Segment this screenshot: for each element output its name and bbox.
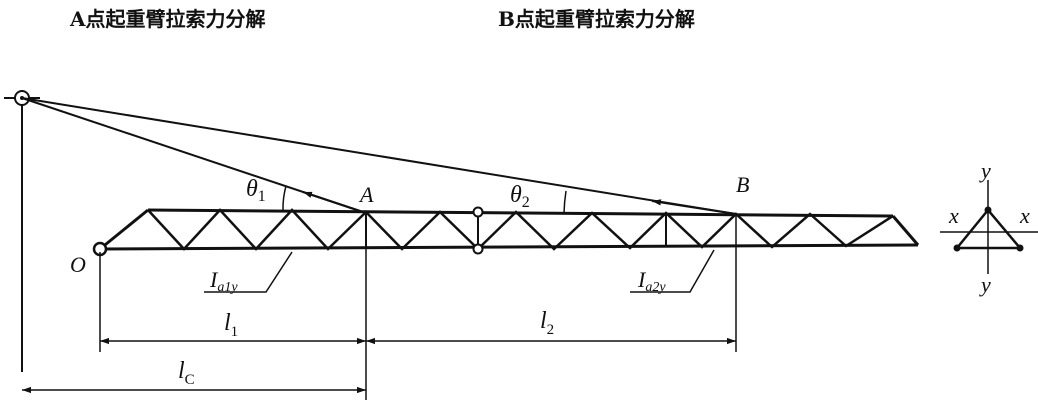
label-a: A (358, 182, 374, 207)
label-axis-y-top: y (979, 158, 991, 183)
angle-arc-theta1 (282, 185, 287, 211)
label-ia2y: Ia2y (637, 267, 666, 295)
label-theta2: θ2 (510, 182, 530, 211)
label-ia1y: Ia1y (209, 267, 238, 295)
label-b: B (736, 172, 749, 197)
label-lc: lC (178, 358, 195, 388)
boom-truss (92, 206, 920, 257)
label-axis-x-right: x (1019, 203, 1030, 228)
title-left: A点起重臂拉索力分解 (69, 7, 266, 31)
angle-arc-theta2 (563, 190, 567, 214)
force-arrow-b (651, 199, 737, 215)
label-l1: l1 (224, 310, 238, 340)
title-right: B点起重臂拉索力分解 (498, 7, 695, 31)
label-axis-x-left: x (948, 203, 959, 228)
force-arrow-a (302, 191, 367, 214)
label-theta1: θ1 (246, 176, 266, 205)
label-o: O (70, 252, 86, 277)
label-l2: l2 (540, 308, 554, 338)
cross-section: y y x x (940, 158, 1038, 297)
top-pivot (4, 90, 40, 372)
leader-ia2y (630, 249, 715, 293)
cables (21, 97, 737, 215)
leader-ia1y (204, 251, 293, 293)
label-axis-y-bottom: y (979, 272, 991, 297)
cable-b (21, 97, 737, 215)
